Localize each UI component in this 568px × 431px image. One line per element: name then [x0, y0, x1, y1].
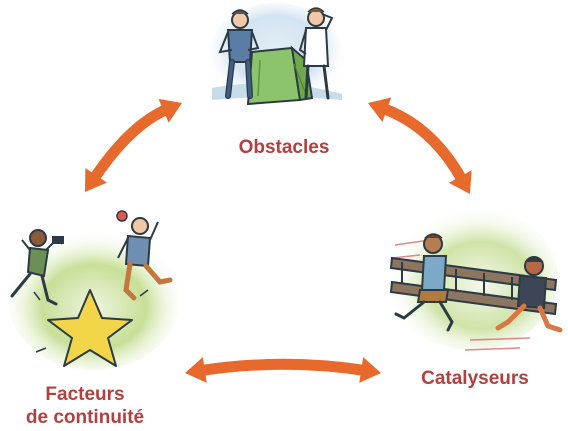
- arrowhead-obstacles: [158, 98, 182, 123]
- facteurs-illustration-icon: [8, 210, 180, 370]
- arrow-obstacles-catalyseurs: [381, 103, 467, 183]
- obstacles-label: Obstacles: [238, 137, 330, 158]
- catalyseurs-illustration-icon: [386, 206, 563, 351]
- facteurs-label-line2: de continuité: [25, 407, 145, 428]
- arrowhead-obstacles: [368, 97, 392, 122]
- facteurs-label: Facteurs de continuité: [10, 383, 160, 429]
- arrowhead-facteurs: [85, 168, 107, 192]
- catalyseurs-label: Catalyseurs: [421, 368, 529, 389]
- cycle-arrows: [85, 97, 472, 383]
- facteurs-label-line1: Facteurs: [45, 384, 125, 405]
- arrow-facteurs-catalyseurs: [199, 358, 367, 377]
- arrowhead-facteurs: [185, 357, 207, 383]
- arrow-facteurs-obstacles: [89, 104, 170, 182]
- arrowhead-catalyseurs: [359, 357, 381, 383]
- arrowhead-catalyseurs: [448, 170, 472, 194]
- obstacles-illustration-icon: [208, 3, 344, 107]
